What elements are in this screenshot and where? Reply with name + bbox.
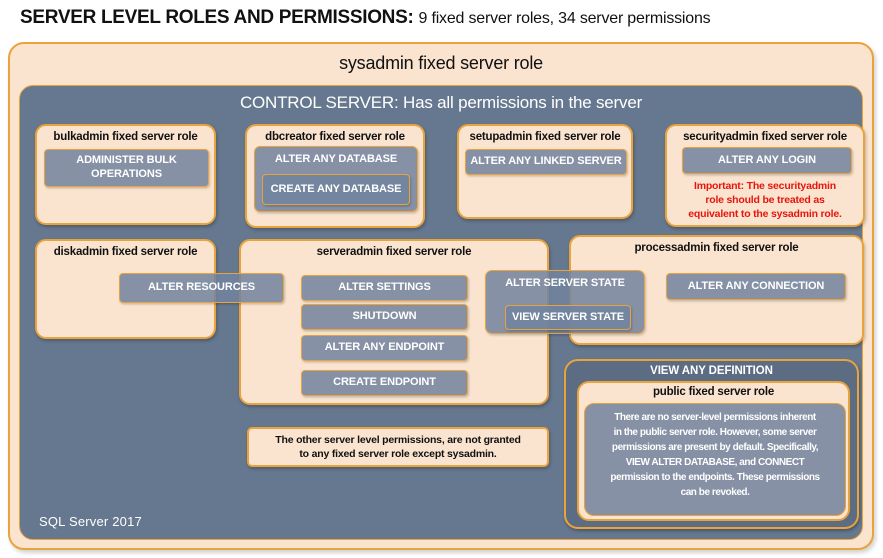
permission-create-endpoint: CREATE ENDPOINT <box>301 370 468 396</box>
setupadmin-role-title: setupadmin fixed server role <box>469 131 621 143</box>
other-permissions-note: The other server level permissions, are … <box>247 427 549 467</box>
page-title-subtitle: 9 fixed server roles, 34 server permissi… <box>418 10 711 27</box>
view-any-definition-box: VIEW ANY DEFINITION public fixed server … <box>564 359 859 529</box>
page-title: SERVER LEVEL ROLES AND PERMISSIONS:9 fix… <box>20 7 711 29</box>
public-role-description: There are no server-level permissions in… <box>584 403 846 516</box>
permission-alter-any-database-label: ALTER ANY DATABASE <box>274 153 398 165</box>
sysadmin-role-box: sysadmin fixed server role CONTROL SERVE… <box>8 42 874 550</box>
securityadmin-warning-text: Important: The securityadmin role should… <box>688 180 842 221</box>
sysadmin-role-label: sysadmin fixed server role <box>339 53 543 73</box>
permission-alter-resources: ALTER RESOURCES <box>119 273 284 303</box>
permission-alter-server-state: ALTER SERVER STATE VIEW SERVER STATE <box>485 270 645 334</box>
permission-alter-any-database: ALTER ANY DATABASE CREATE ANY DATABASE <box>254 146 418 212</box>
permission-shutdown: SHUTDOWN <box>301 304 468 330</box>
permission-administer-bulk-operations: ADMINISTER BULK OPERATIONS <box>44 149 209 187</box>
processadmin-role-title: processadmin fixed server role <box>634 242 799 254</box>
bulkadmin-role-box: bulkadmin fixed server role ADMINISTER B… <box>35 124 216 225</box>
public-role-box: public fixed server role There are no se… <box>577 381 850 521</box>
dbcreator-role-title: dbcreator fixed server role <box>265 131 405 143</box>
bulkadmin-role-title: bulkadmin fixed server role <box>53 131 198 143</box>
permission-create-any-database: CREATE ANY DATABASE <box>262 174 410 205</box>
permission-alter-any-linked-server: ALTER ANY LINKED SERVER <box>465 149 627 175</box>
setupadmin-role-box: setupadmin fixed server role ALTER ANY L… <box>457 124 633 219</box>
view-any-definition-label: VIEW ANY DEFINITION <box>650 365 773 377</box>
serveradmin-role-title: serveradmin fixed server role <box>316 246 472 258</box>
permission-alter-server-state-label: ALTER SERVER STATE <box>505 277 625 289</box>
diskadmin-role-title: diskadmin fixed server role <box>53 246 198 258</box>
control-server-box: CONTROL SERVER: Has all permissions in t… <box>19 85 865 540</box>
permission-alter-any-endpoint: ALTER ANY ENDPOINT <box>301 335 468 361</box>
control-server-label: CONTROL SERVER: Has all permissions in t… <box>239 93 643 112</box>
securityadmin-role-title: securityadmin fixed server role <box>683 131 847 143</box>
permission-alter-settings: ALTER SETTINGS <box>301 275 468 301</box>
page-title-main: SERVER LEVEL ROLES AND PERMISSIONS: <box>20 7 414 28</box>
permission-alter-any-connection: ALTER ANY CONNECTION <box>666 273 846 300</box>
public-role-title: public fixed server role <box>652 386 775 398</box>
permission-view-server-state: VIEW SERVER STATE <box>505 305 631 330</box>
sql-server-version-label: SQL Server 2017 <box>39 514 142 529</box>
dbcreator-role-box: dbcreator fixed server role ALTER ANY DA… <box>245 124 425 228</box>
securityadmin-role-box: securityadmin fixed server role ALTER AN… <box>665 124 865 227</box>
permission-alter-any-login: ALTER ANY LOGIN <box>682 147 852 174</box>
